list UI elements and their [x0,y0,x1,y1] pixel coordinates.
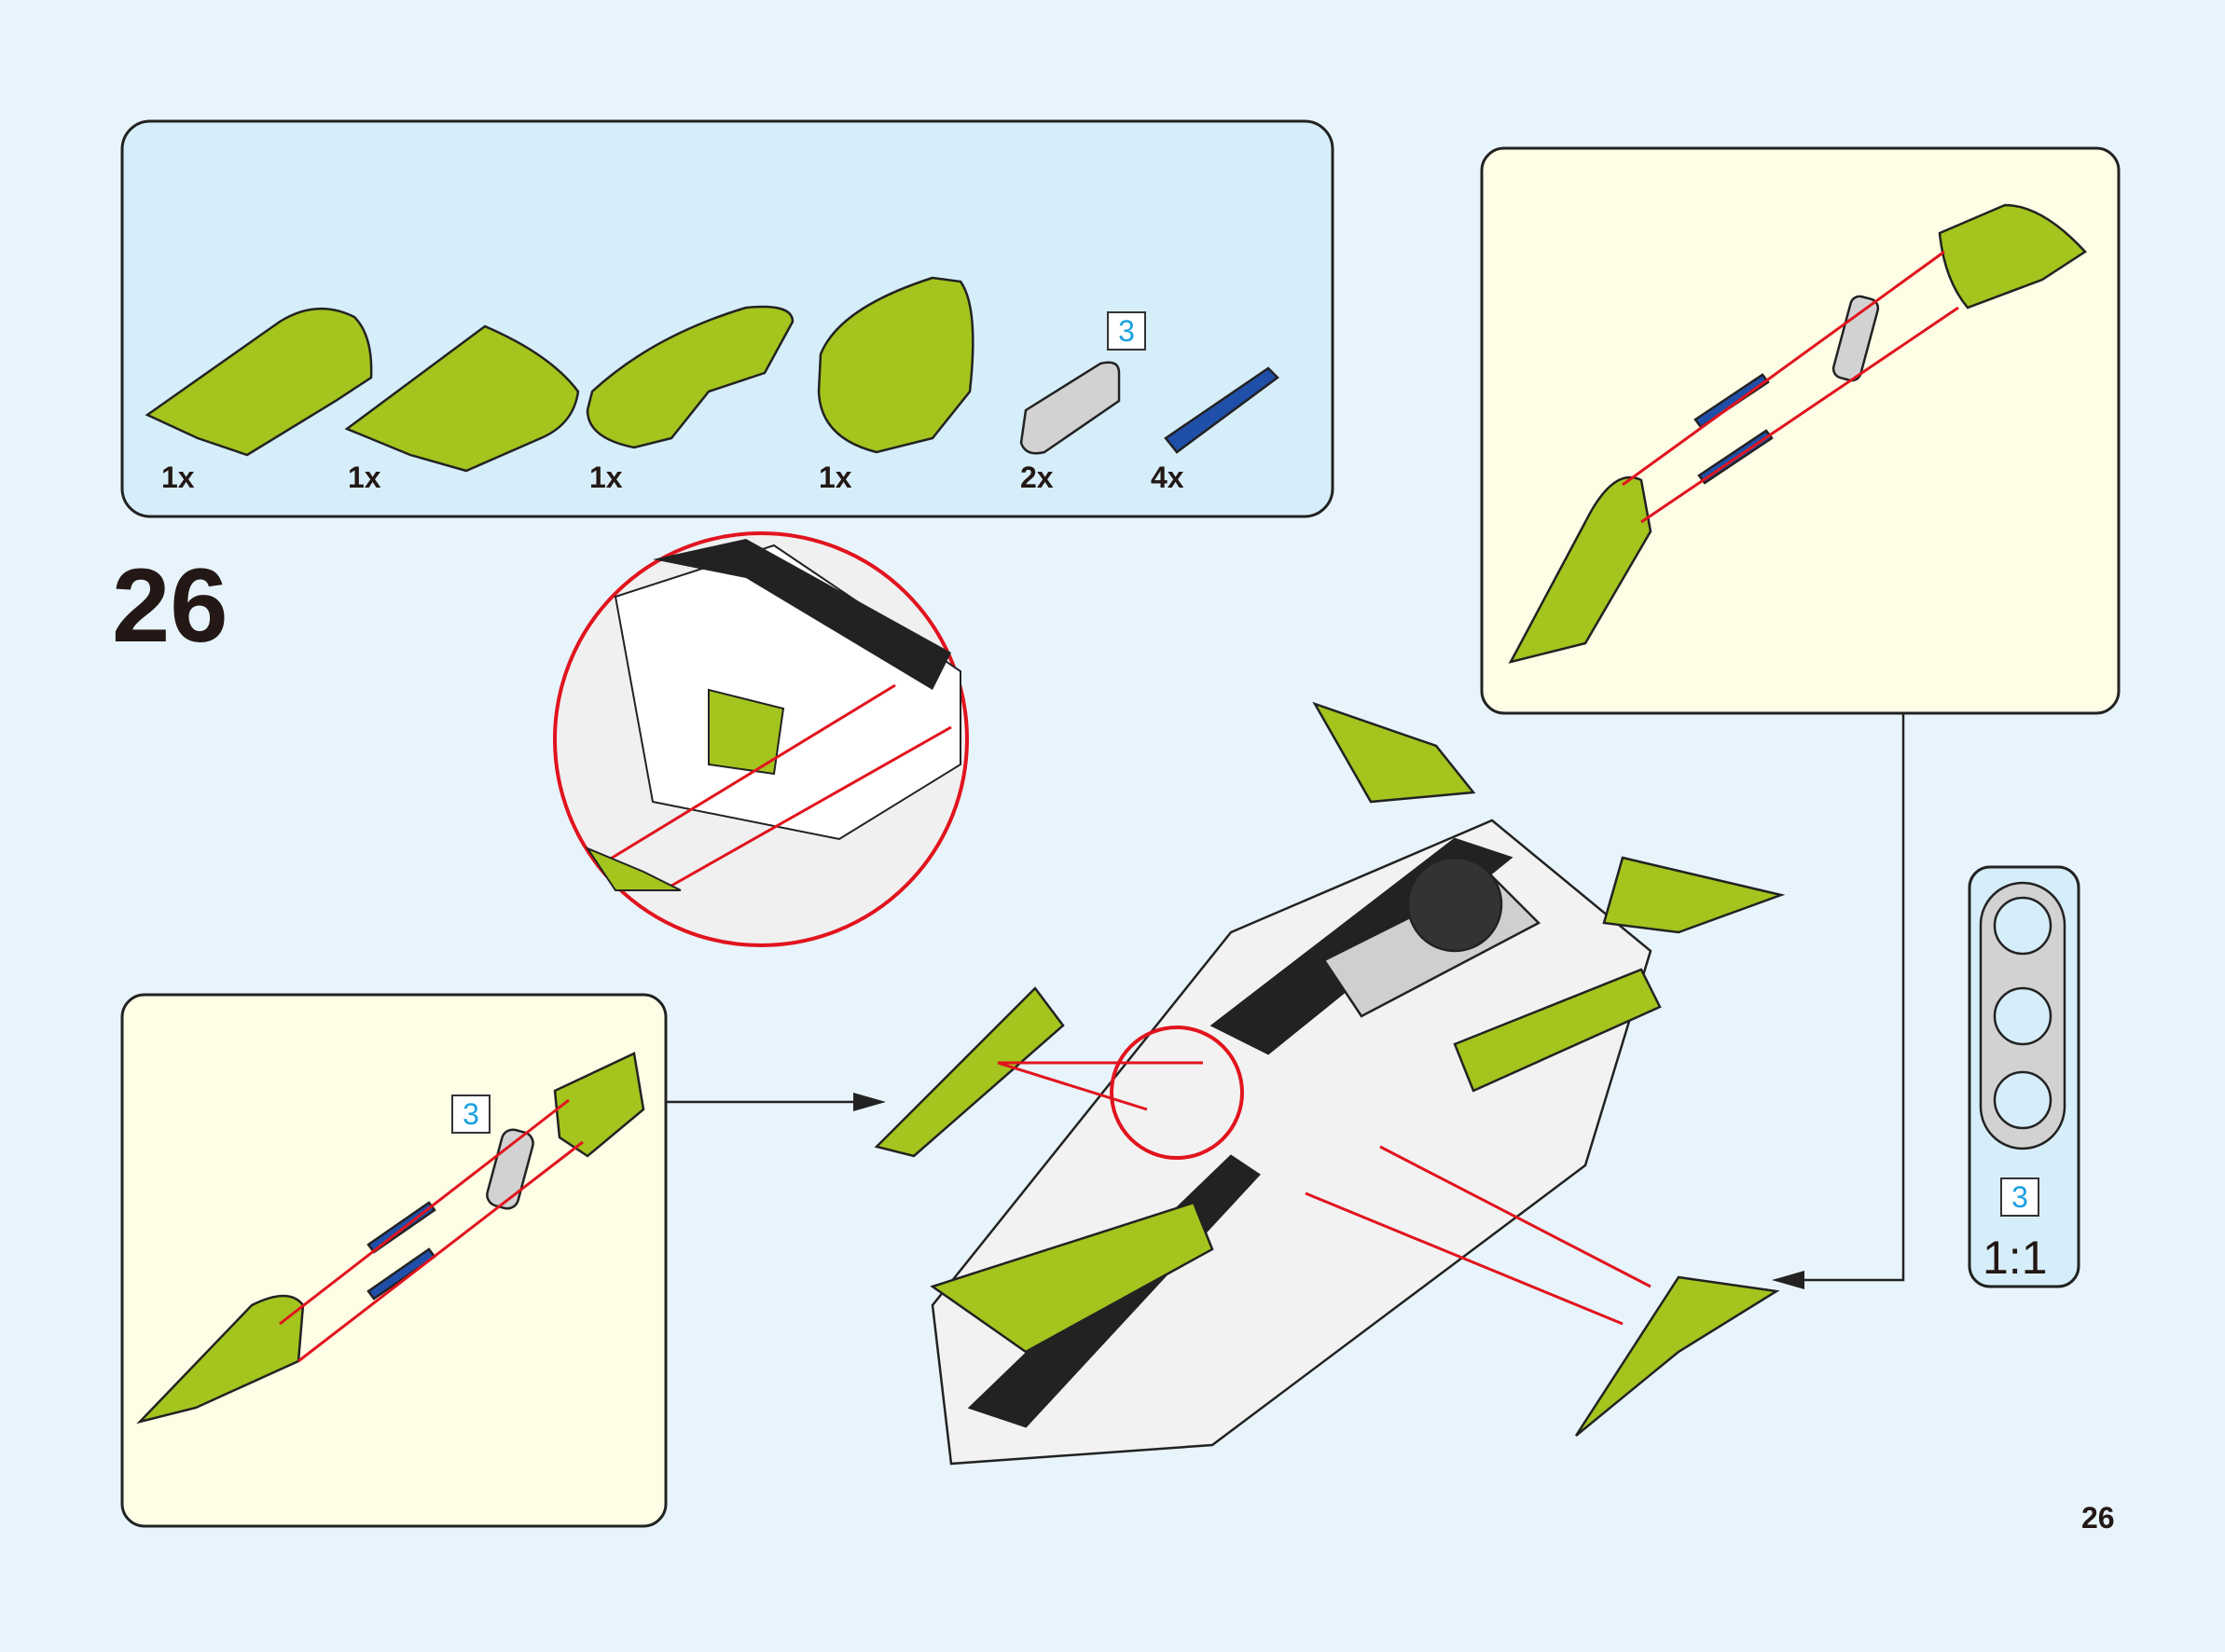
part-qty: 4x [1151,461,1184,494]
part-qty: 1x [589,461,623,494]
part-grey-beam [1019,361,1121,455]
beam-length-badge: 3 [1107,311,1146,351]
part-qty: 1x [348,461,381,494]
connector-arrow-right [1781,713,1905,1282]
part-qty: 1x [819,461,852,494]
callout-detail [585,539,961,891]
beam-length-badge: 3 [451,1094,491,1134]
scale-ratio: 1:1 [1983,1232,2048,1284]
part-lime-panel-wedge [817,276,974,454]
part-lime-panel-curved-a [145,307,373,457]
part-qty: 2x [1020,461,1054,494]
subassembly-panel-bottom-left [120,993,668,1528]
part-lime-panel-flat [344,324,580,473]
part-blue-pin [1164,366,1279,454]
part-qty: 1x [161,461,195,494]
step-number: 26 [112,547,228,664]
scale-length-badge: 3 [2000,1177,2039,1217]
part-lime-panel-curved-b [586,305,795,449]
main-model [874,701,1786,1466]
page-number: 26 [2081,1501,2115,1535]
